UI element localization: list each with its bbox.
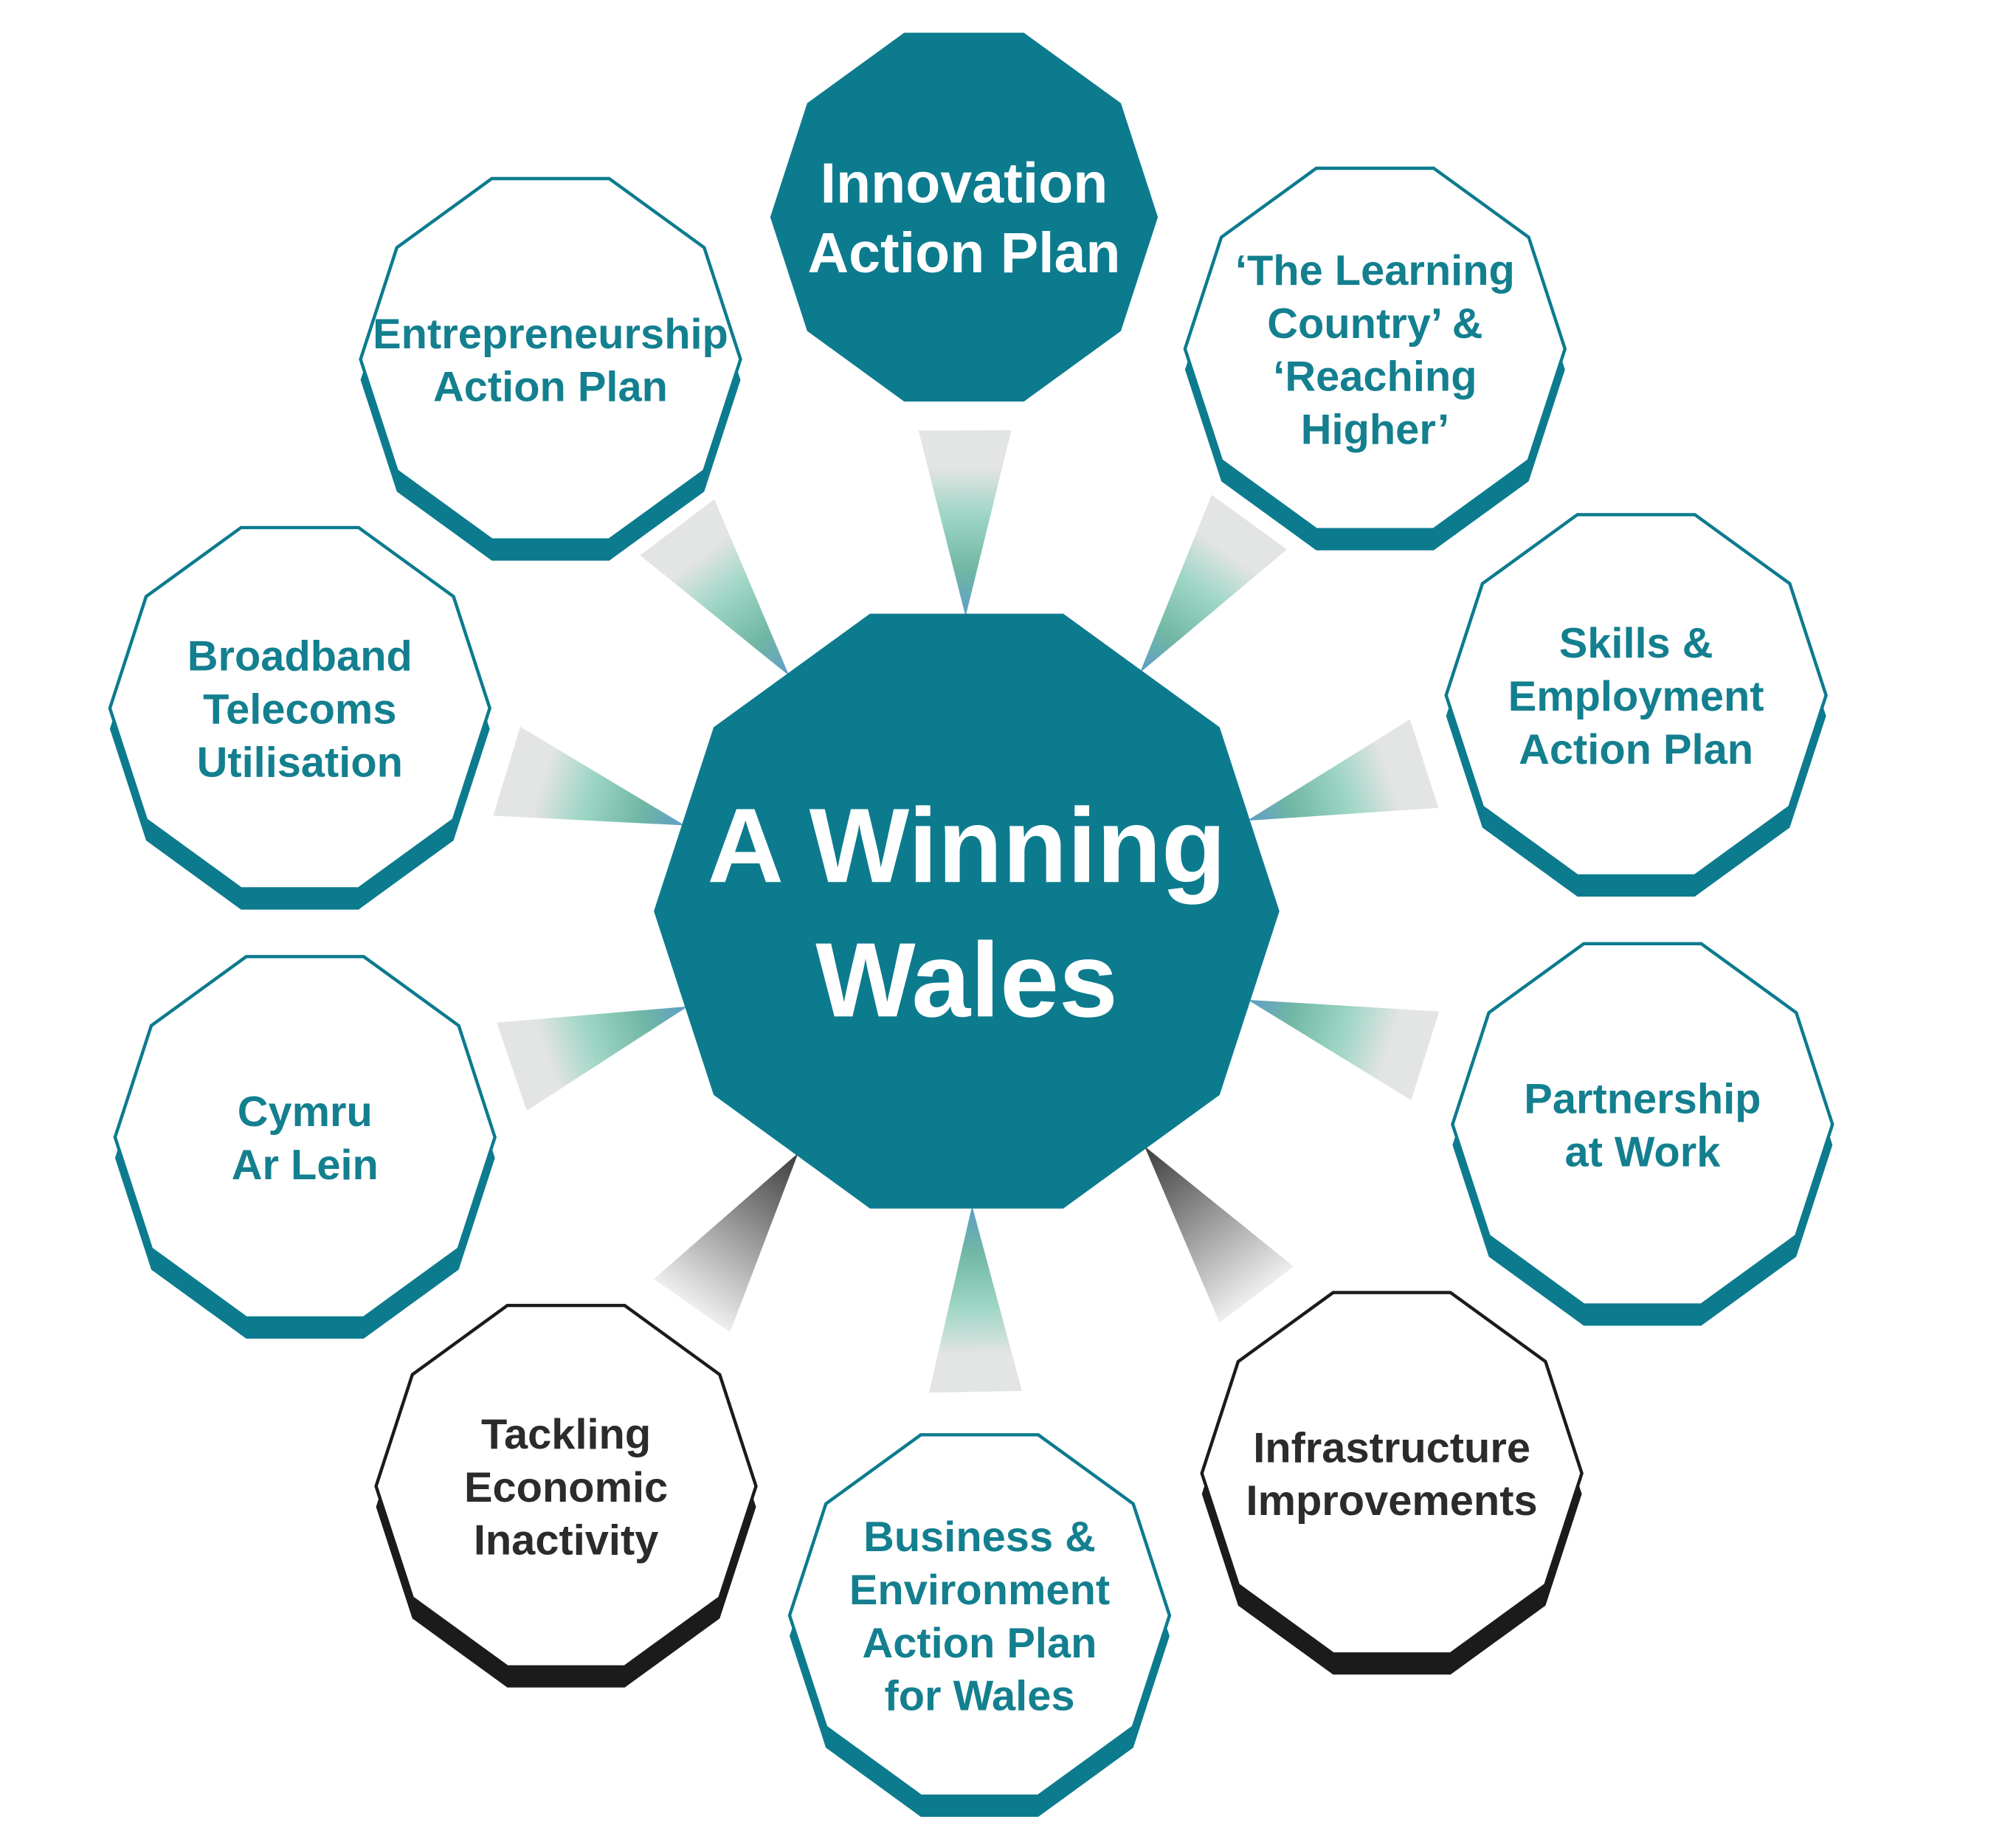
node-shape — [108, 525, 492, 891]
node-partnership-at-work: Partnership at Work — [1451, 942, 1834, 1326]
connector-ray-partnership-at-work — [1247, 999, 1440, 1100]
node-label-line: ‘Reaching — [1273, 353, 1477, 401]
node-shape — [1451, 942, 1834, 1307]
node-label-line: Action Plan — [863, 1620, 1097, 1667]
node-label-line: Country’ & — [1267, 300, 1482, 348]
node-label-line: Inactivity — [474, 1517, 659, 1564]
node-label-line: Entrepreneurship — [373, 311, 728, 358]
node-shape — [1444, 513, 1828, 878]
connector-ray-skills-employment-action-plan — [1247, 719, 1439, 821]
node-label-line: Ar Lein — [232, 1142, 379, 1189]
node-shape — [374, 1303, 758, 1669]
node-label-line: at Work — [1564, 1128, 1721, 1176]
node-label-line: for Wales — [885, 1673, 1075, 1720]
node-label-line: Broadband — [187, 633, 412, 680]
connector-ray-infrastructure-improvements — [1144, 1146, 1294, 1323]
node-label-line: Employment — [1508, 673, 1764, 720]
connector-ray-innovation-action-plan — [918, 429, 1012, 617]
connector-ray-learning-country-reaching-higher — [1139, 494, 1287, 673]
node-shape — [359, 176, 742, 542]
node-shape — [113, 955, 497, 1320]
node-label-line: ‘The Learning — [1235, 247, 1515, 294]
node-label-line: Improvements — [1246, 1477, 1538, 1525]
node-label-line: Innovation — [821, 152, 1108, 215]
connector-ray-broadband-telecoms-utilisation — [493, 726, 685, 826]
connector-ray-business-environment-action-plan — [928, 1205, 1022, 1393]
node-label-line: Higher’ — [1301, 406, 1449, 453]
node-label-line: Tackling — [481, 1411, 651, 1458]
node-shape — [1183, 166, 1567, 531]
node-label-line: Cymru — [238, 1088, 373, 1136]
node-label-line: Business & — [863, 1514, 1096, 1561]
connector-ray-tackling-economic-inactivity — [653, 1153, 798, 1333]
node-shape — [770, 32, 1159, 402]
connector-ray-entrepreneurship-action-plan — [640, 499, 790, 676]
node-label-line: Action Plan — [433, 364, 668, 411]
center-hub-label-line: A Winning — [707, 787, 1226, 905]
node-label-line: Telecoms — [203, 686, 396, 734]
node-label-line: Skills & — [1559, 620, 1713, 667]
connector-rays — [493, 429, 1440, 1393]
node-label-line: Economic — [464, 1464, 668, 1511]
node-label-line: Action Plan — [1519, 726, 1753, 773]
node-label-line: Infrastructure — [1253, 1424, 1530, 1471]
center-hub-shape — [654, 613, 1280, 1209]
node-cymru-ar-lein: Cymru Ar Lein — [113, 955, 497, 1339]
node-label-line: Utilisation — [197, 739, 403, 786]
node-shape — [787, 1433, 1172, 1798]
node-label-line: Environment — [849, 1567, 1110, 1614]
node-label-line: Partnership — [1524, 1076, 1761, 1123]
node-label-line: Action Plan — [807, 221, 1120, 285]
connector-ray-cymru-ar-lein — [497, 1006, 688, 1111]
node-shape — [1200, 1291, 1584, 1656]
center-hub-label-line: Wales — [815, 921, 1118, 1039]
